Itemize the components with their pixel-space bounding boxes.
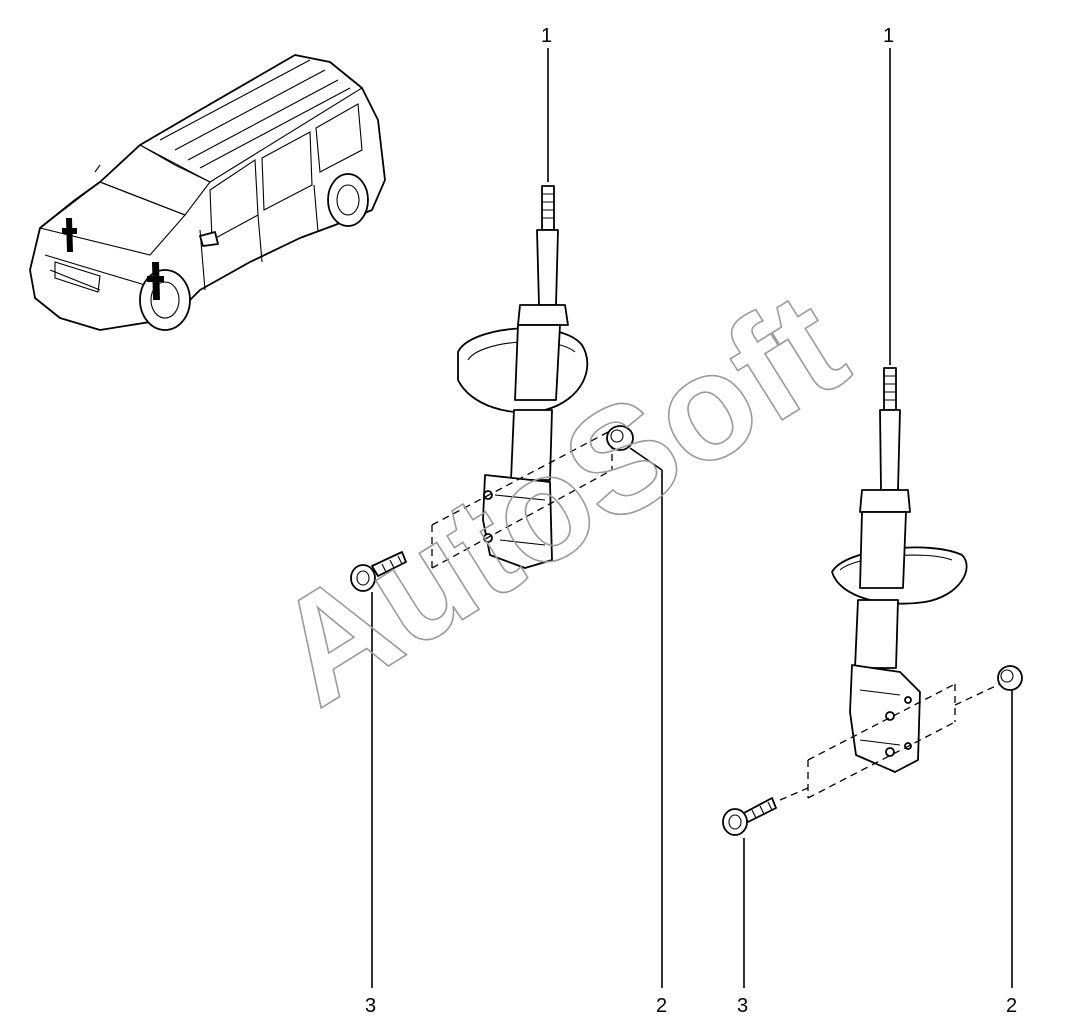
piston-rod-thread-left: [541, 185, 555, 231]
piston-rod-left: [536, 229, 559, 306]
knuckle-bracket-right: [849, 664, 921, 773]
damper-lower-tube-left: [510, 409, 553, 481]
damper-upper-tube-right: [859, 511, 907, 589]
callout-label-nut-right: 2: [1006, 995, 1017, 1017]
callout-label-bolt-left: 3: [365, 995, 376, 1017]
vehicle-location-illustration: [29, 54, 386, 331]
callout-label-nut-left: 2: [656, 995, 667, 1017]
piston-rod-right: [879, 409, 901, 491]
damper-lower-tube-right: [854, 599, 899, 669]
left-shock-absorber-assembly: 1 2: [350, 25, 667, 1017]
piston-rod-thread-right: [883, 367, 897, 411]
flange-bolt-left: [350, 551, 407, 592]
callout-label-strut-right: 1: [883, 25, 894, 47]
flange-nut-left: [606, 425, 634, 451]
callout-label-strut-left: 1: [541, 25, 552, 47]
callout-label-bolt-right: 3: [737, 995, 748, 1017]
damper-upper-tube-left: [514, 324, 561, 401]
flange-nut-right: [997, 665, 1023, 691]
flange-bolt-right: [722, 797, 777, 836]
right-shock-absorber-assembly: 1 2: [722, 25, 1023, 1017]
callout-leader-nut-left: [629, 447, 663, 471]
top-collar-right: [859, 489, 911, 513]
top-collar-left: [517, 304, 569, 326]
